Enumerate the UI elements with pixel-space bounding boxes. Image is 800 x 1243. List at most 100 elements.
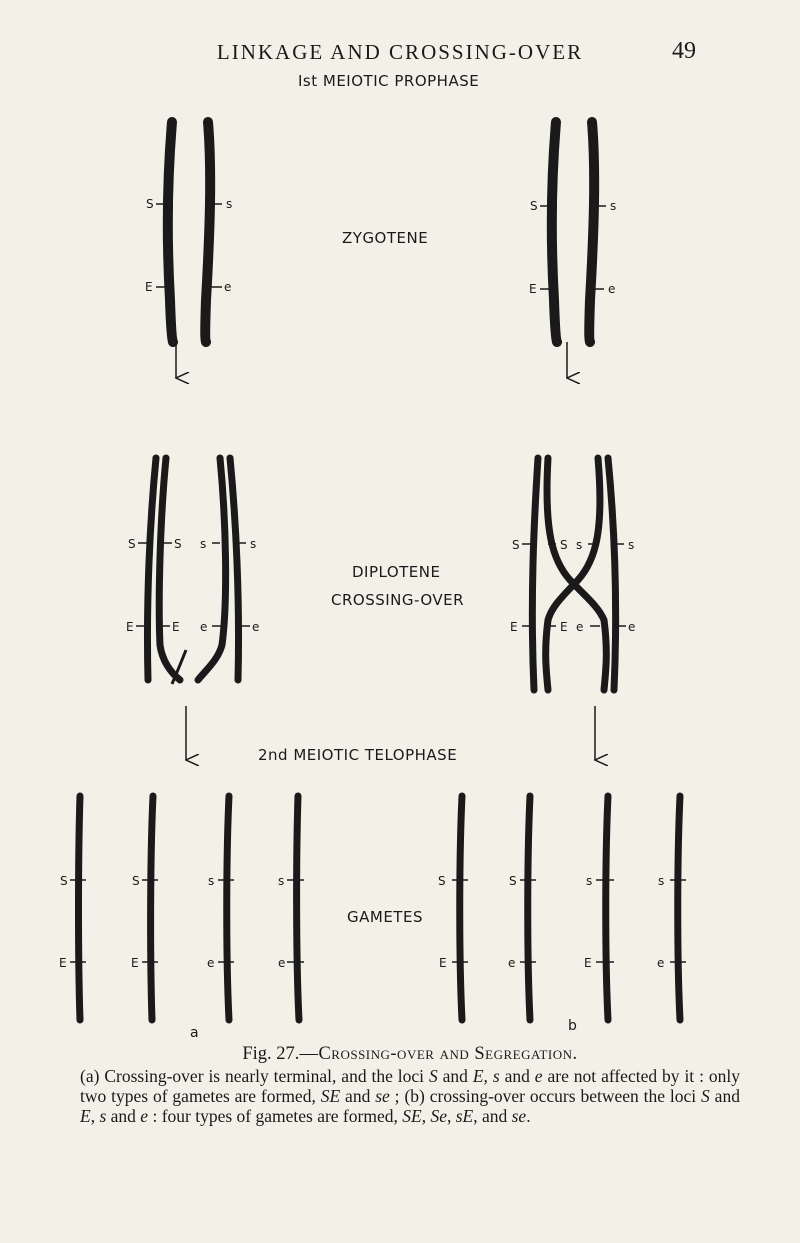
locus-label: s	[250, 537, 256, 551]
label-zygotene: ZYGOTENE	[342, 229, 429, 247]
locus-label: S	[128, 537, 136, 551]
label-second-meiotic-telophase: 2nd MEIOTIC TELOPHASE	[258, 746, 458, 764]
panel-label-b: b	[568, 1018, 577, 1034]
chromatid	[528, 454, 542, 694]
locus-label: S	[530, 199, 538, 213]
figure-caption: Fig. 27.—Crossing-over and Segregation. …	[80, 1044, 740, 1126]
figure-heading: —Crossing-over and Segregation.	[299, 1044, 578, 1064]
locus-label: S	[60, 874, 68, 888]
locus-label: s	[628, 538, 634, 552]
chromatid	[194, 454, 230, 684]
caption-locus: s	[99, 1106, 107, 1126]
gamete-chromatid	[524, 792, 534, 1024]
locus-label: E	[439, 956, 447, 970]
caption-text: crossing-over occurs between the loci	[424, 1086, 702, 1106]
gametes-panel-a: S S s s E E e e	[59, 792, 304, 1024]
locus-label: s	[226, 197, 232, 211]
locus-label: S	[146, 197, 154, 211]
caption-locus: S	[428, 1066, 438, 1086]
locus-label: e	[657, 956, 664, 970]
diplotene-pair-a: S S s s E E e e	[126, 454, 259, 685]
gamete-chromatid	[674, 792, 684, 1024]
locus-label: S	[438, 874, 446, 888]
locus-label: e	[608, 282, 615, 296]
caption-text: ,	[483, 1066, 493, 1086]
gamete-chromatid	[293, 792, 303, 1024]
gamete-chromatid	[602, 792, 612, 1024]
locus-label: S	[132, 874, 140, 888]
caption-text: ,	[90, 1106, 100, 1126]
locus-label: e	[200, 620, 207, 634]
figure-number: Fig. 27.	[242, 1044, 300, 1064]
locus-label: s	[278, 874, 284, 888]
label-crossing-over: CROSSING-OVER	[331, 591, 465, 609]
gametes-panel-b: S S s s E e E e	[438, 792, 686, 1024]
panel-label-a: a	[190, 1025, 199, 1041]
zygotene-pair-b: S s E e	[529, 117, 616, 347]
locus-label: e	[252, 620, 259, 634]
chromatid	[542, 454, 604, 694]
caption-text: and	[340, 1086, 376, 1106]
locus-label: s	[658, 874, 664, 888]
locus-label: s	[586, 874, 592, 888]
diplotene-pair-b: S S s s E E e e	[510, 454, 635, 694]
locus-label: s	[610, 199, 616, 213]
label-first-meiotic-prophase: Ist MEIOTIC PROPHASE	[298, 72, 480, 90]
locus-label: E	[172, 620, 180, 634]
caption-locus: e	[140, 1106, 149, 1126]
zygotene-pair-a: S s E e	[145, 117, 232, 347]
label-diplotene: DIPLOTENE	[352, 563, 441, 581]
caption-text: and	[709, 1086, 740, 1106]
chromosome	[546, 117, 562, 347]
label-gametes: GAMETES	[347, 908, 423, 926]
caption-gamete: sE	[455, 1106, 474, 1126]
caption-locus: s	[492, 1066, 500, 1086]
caption-gamete: se	[511, 1106, 527, 1126]
locus-label: e	[508, 956, 515, 970]
caption-gamete: se	[375, 1086, 390, 1106]
chromatid	[543, 454, 610, 694]
locus-label: s	[576, 538, 582, 552]
caption-locus: E	[80, 1106, 91, 1126]
locus-label: E	[59, 956, 67, 970]
gamete-chromatid	[456, 792, 466, 1024]
running-head: LINKAGE AND CROSSING-OVER	[216, 40, 584, 64]
locus-label: e	[628, 620, 635, 634]
caption-text: ,	[446, 1106, 456, 1126]
chromatid	[226, 454, 243, 684]
gamete-chromatid	[223, 792, 233, 1024]
caption-locus: E	[472, 1066, 484, 1086]
caption-locus: S	[701, 1086, 710, 1106]
gamete-chromatid	[75, 792, 84, 1024]
locus-label: E	[510, 620, 518, 634]
caption-b-marker: (b)	[404, 1086, 425, 1106]
chromatid	[143, 454, 160, 684]
caption-text: are not affected by it : only two types …	[80, 1066, 740, 1106]
caption-text: : four types of gametes are formed,	[148, 1106, 403, 1126]
locus-label: E	[529, 282, 537, 296]
chromatid	[155, 454, 184, 684]
caption-text: and	[499, 1066, 535, 1086]
page-number: 49	[672, 38, 696, 64]
figure-title: Fig. 27.—Crossing-over and Segregation.	[80, 1044, 740, 1064]
caption-text: .	[526, 1106, 531, 1126]
caption-text: Crossing-over is nearly terminal, and th…	[99, 1066, 429, 1086]
locus-label: e	[224, 280, 231, 294]
caption-text: and	[106, 1106, 141, 1126]
caption-gamete: SE	[320, 1086, 341, 1106]
caption-gamete: Se	[430, 1106, 447, 1126]
locus-label: e	[207, 956, 214, 970]
caption-gamete: SE	[402, 1106, 422, 1126]
locus-label: E	[126, 620, 134, 634]
locus-label: e	[278, 956, 285, 970]
locus-label: S	[509, 874, 517, 888]
chromatid	[604, 454, 620, 694]
caption-locus: e	[534, 1066, 543, 1086]
caption-body: (a) Crossing-over is nearly terminal, an…	[80, 1066, 740, 1126]
locus-label: s	[208, 874, 214, 888]
caption-text: , and	[473, 1106, 512, 1126]
caption-text: ;	[389, 1086, 405, 1106]
caption-text: and	[437, 1066, 473, 1086]
locus-label: S	[174, 537, 182, 551]
